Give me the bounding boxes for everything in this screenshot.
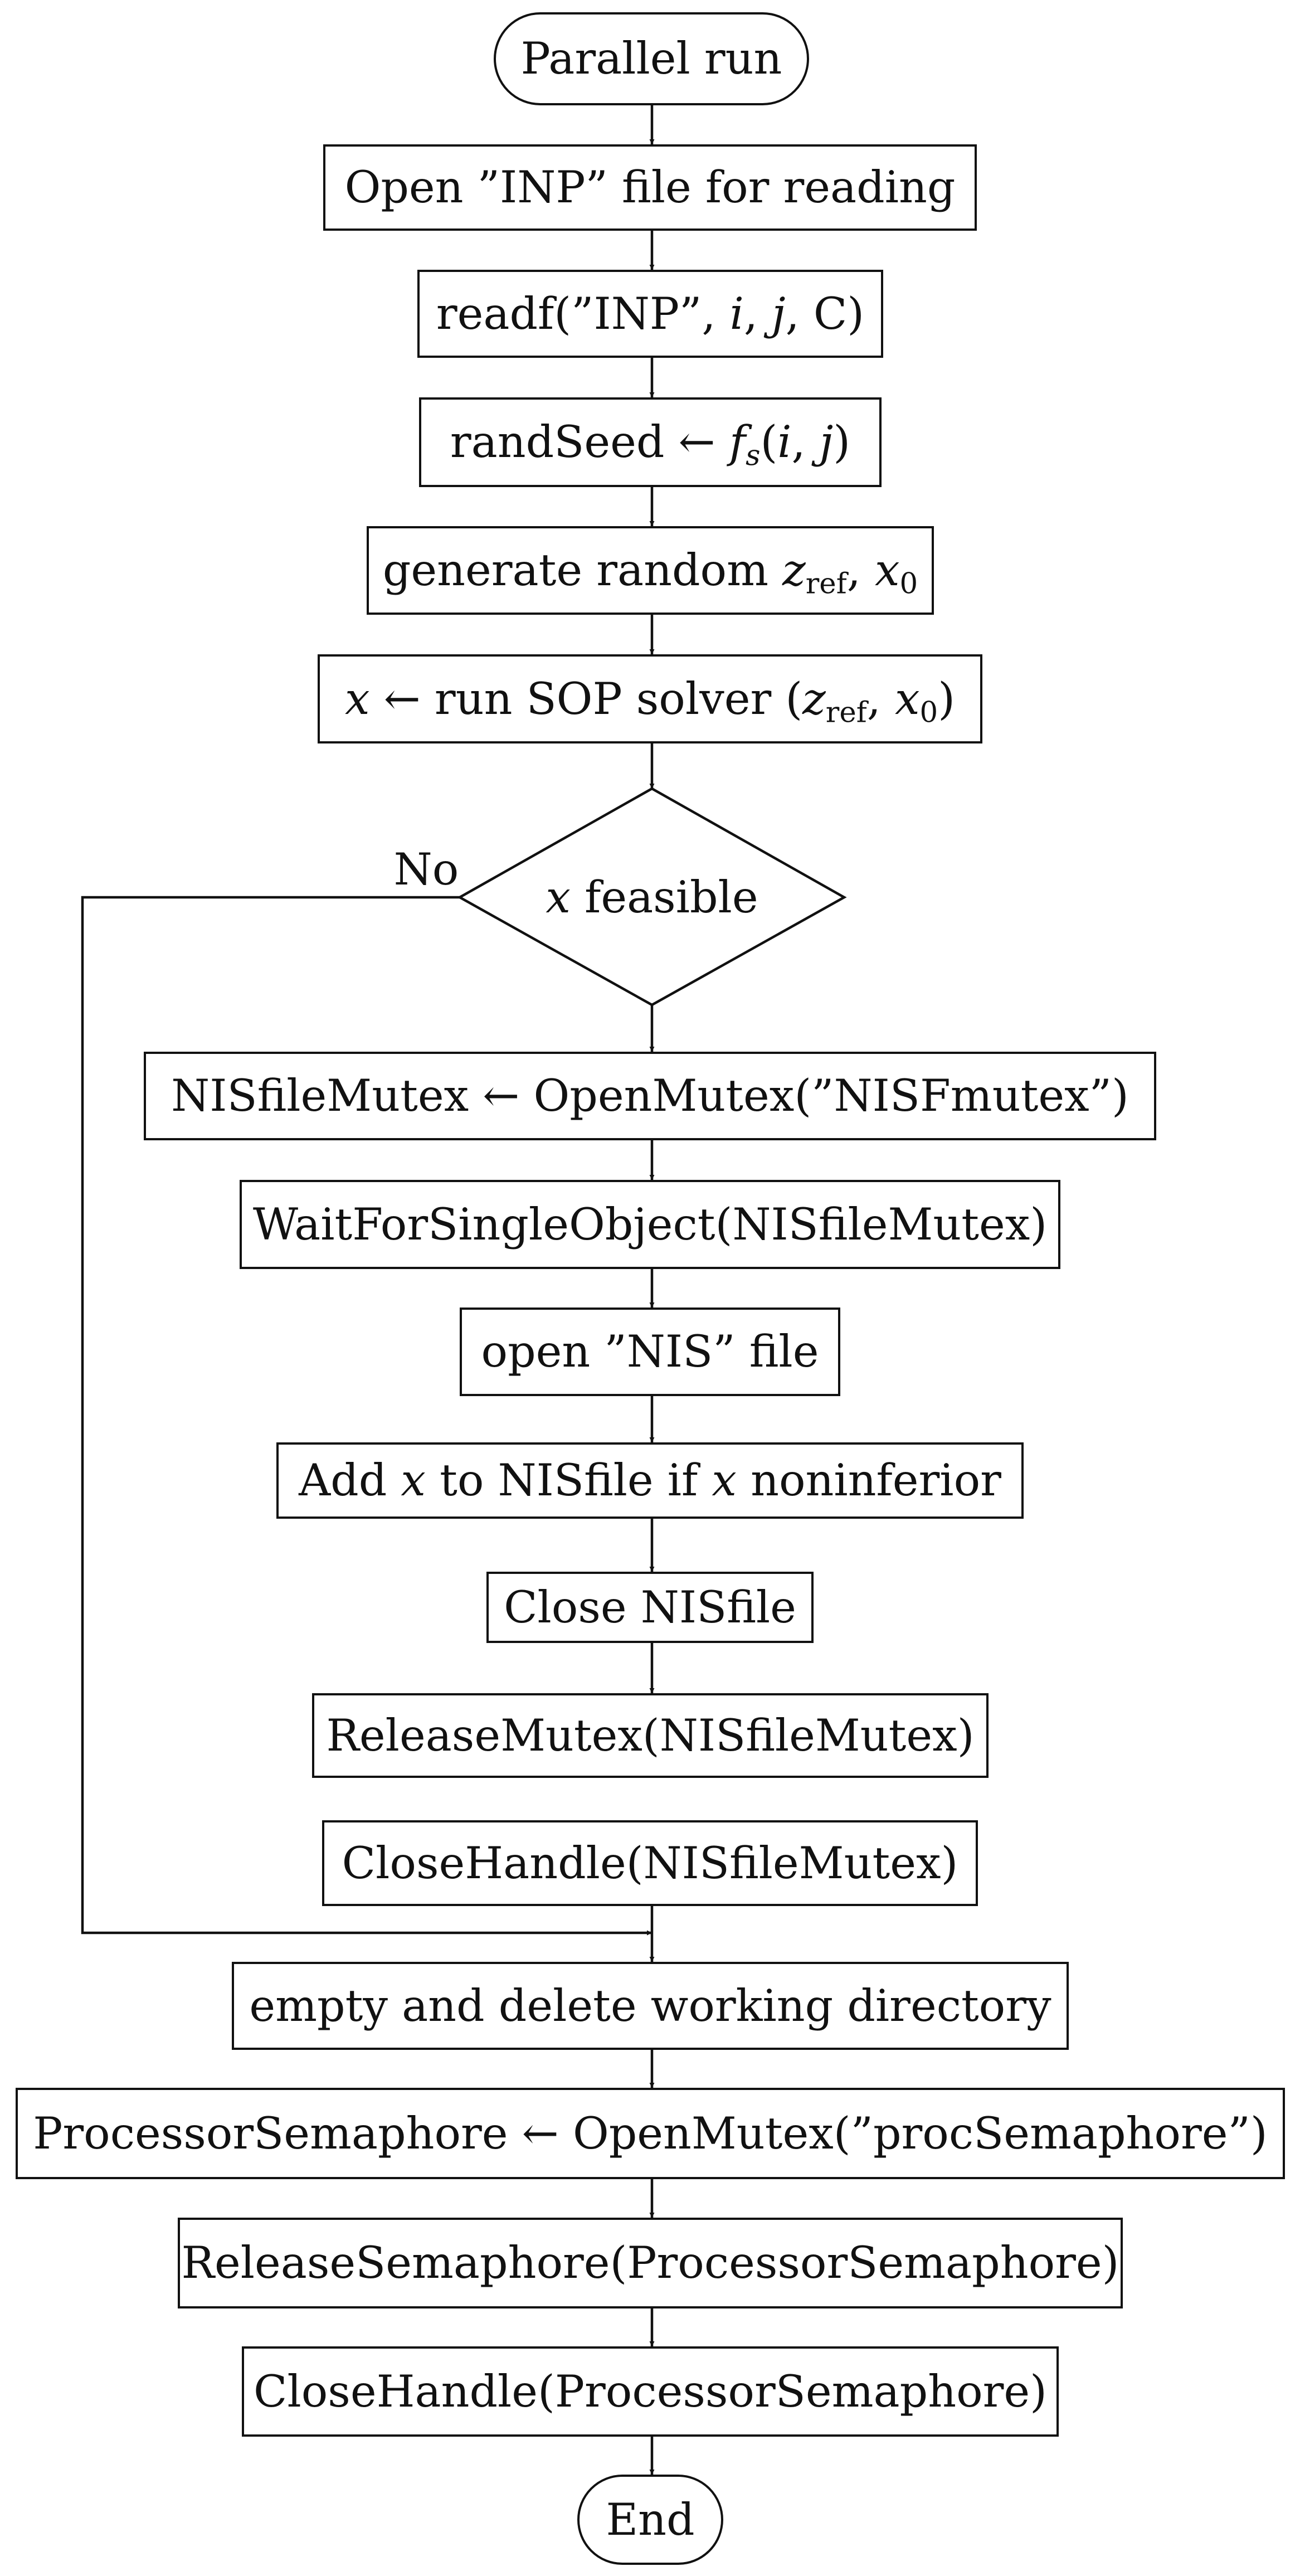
open-mutex-label: NISfileMutex ← OpenMutex(”NISFmutex”) <box>171 1070 1129 1121</box>
close-handle-mutex-step: CloseHandle(NISfileMutex) <box>322 1820 978 1906</box>
run-sop-step: x ← run SOP solver (zref, x0) <box>318 654 982 743</box>
edge-feasible-no-branch <box>81 896 652 1936</box>
readf-step: readf(”INP”, i, j, C) <box>417 270 883 358</box>
close-nisfile-label: Close NISfile <box>504 1581 796 1633</box>
release-mutex-label: ReleaseMutex(NISfileMutex) <box>326 1709 975 1761</box>
open-inp-label: Open ”INP” file for reading <box>344 162 956 213</box>
close-handle-mutex-label: CloseHandle(NISfileMutex) <box>342 1837 958 1889</box>
add-x-label: Add x to NISfile if x noninferior <box>299 1455 1001 1506</box>
end-terminal: End <box>577 2475 723 2565</box>
decision-diamond-x-feasible <box>457 787 847 1007</box>
open-inp-step: Open ”INP” file for reading <box>323 144 977 231</box>
open-mutex-step: NISfileMutex ← OpenMutex(”NISFmutex”) <box>144 1052 1156 1140</box>
randseed-label: randSeed ← fs(i, j) <box>450 416 851 473</box>
gen-random-step: generate random zref, x0 <box>367 526 934 615</box>
randseed-step: randSeed ← fs(i, j) <box>419 397 882 487</box>
wait-single-label: WaitForSingleObject(NISfileMutex) <box>252 1198 1048 1250</box>
close-handle-semaphore-step: CloseHandle(ProcessorSemaphore) <box>242 2346 1059 2437</box>
decision-label: x feasible <box>546 872 758 923</box>
close-handle-semaphore-label: CloseHandle(ProcessorSemaphore) <box>254 2365 1047 2417</box>
empty-delete-step: empty and delete working directory <box>232 1962 1069 2050</box>
close-nisfile-step: Close NISfile <box>486 1572 814 1643</box>
no-branch-label: No <box>393 844 459 895</box>
empty-delete-label: empty and delete working directory <box>249 1980 1051 2031</box>
start-terminal: Parallel run <box>494 12 809 105</box>
gen-random-label: generate random zref, x0 <box>382 545 918 601</box>
run-sop-label: x ← run SOP solver (zref, x0) <box>344 673 956 729</box>
release-mutex-step: ReleaseMutex(NISfileMutex) <box>312 1693 989 1778</box>
open-nis-label: open ”NIS” file <box>481 1326 819 1377</box>
open-nis-step: open ”NIS” file <box>460 1308 840 1396</box>
release-semaphore-label: ReleaseSemaphore(ProcessorSemaphore) <box>181 2237 1119 2288</box>
readf-label: readf(”INP”, i, j, C) <box>436 288 865 339</box>
start-label: Parallel run <box>520 33 782 84</box>
wait-single-step: WaitForSingleObject(NISfileMutex) <box>240 1180 1060 1269</box>
proc-semaphore-step: ProcessorSemaphore ← OpenMutex(”procSema… <box>16 2088 1285 2179</box>
end-label: End <box>606 2494 695 2545</box>
add-x-step: Add x to NISfile if x noninferior <box>276 1442 1024 1519</box>
release-semaphore-step: ReleaseSemaphore(ProcessorSemaphore) <box>178 2218 1123 2308</box>
proc-semaphore-label: ProcessorSemaphore ← OpenMutex(”procSema… <box>33 2107 1268 2159</box>
